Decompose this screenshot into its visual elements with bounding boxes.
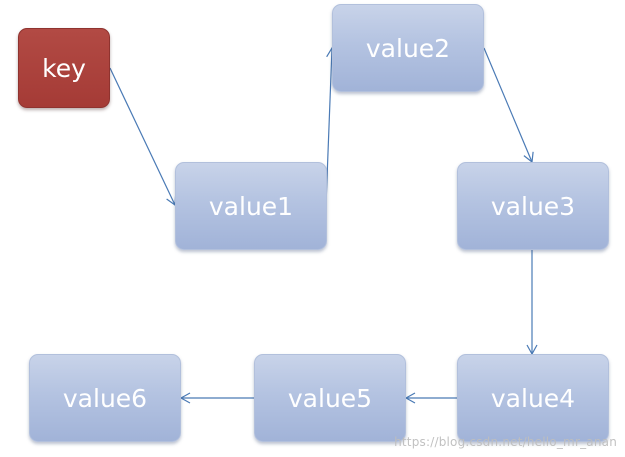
value6-node-label: value6 — [62, 383, 148, 413]
value4-node: value4 — [457, 354, 609, 442]
value6-node: value6 — [29, 354, 181, 442]
key-node: key — [18, 28, 110, 108]
value5-node: value5 — [254, 354, 406, 442]
watermark-text: https://blog.csdn.net/hello_mr_anan — [394, 435, 617, 449]
value5-node-label: value5 — [287, 383, 373, 413]
value2-node: value2 — [332, 4, 484, 92]
value2-node-label: value2 — [365, 33, 451, 63]
arrow-key-to-value1 — [109, 67, 177, 207]
key-node-label: key — [42, 53, 86, 83]
value3-node: value3 — [457, 162, 609, 250]
value1-node-label: value1 — [208, 191, 294, 221]
arrow-value1-to-value2 — [325, 46, 338, 206]
value3-node-label: value3 — [490, 191, 576, 221]
arrow-value2-to-value3 — [483, 47, 534, 164]
value4-node-label: value4 — [490, 383, 576, 413]
value1-node: value1 — [175, 162, 327, 250]
